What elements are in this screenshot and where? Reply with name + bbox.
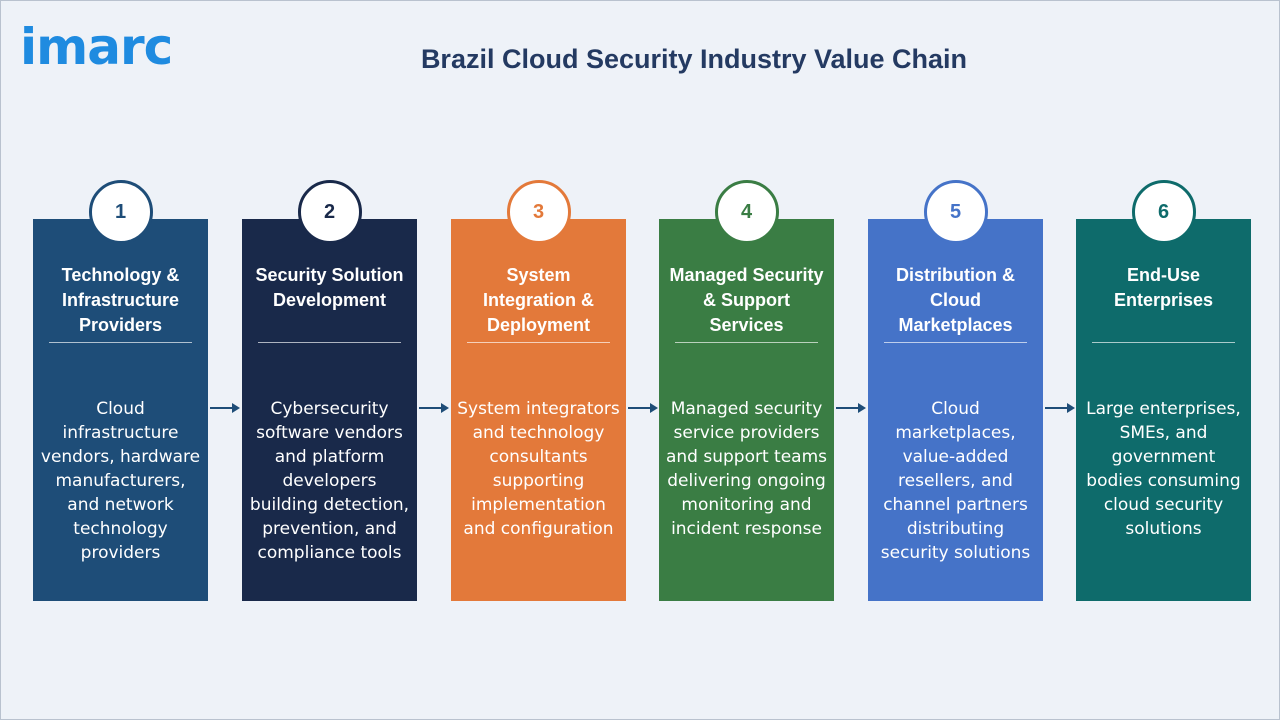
connector-arrow-icon bbox=[210, 403, 240, 413]
value-chain-stage-6: 6 End-Use Enterprises Large enterprises,… bbox=[1076, 180, 1251, 601]
stage-description: Cloud infrastructure vendors, hardware m… bbox=[40, 399, 201, 563]
stage-divider bbox=[49, 342, 192, 343]
stage-divider bbox=[258, 342, 401, 343]
stage-divider bbox=[884, 342, 1027, 343]
stage-number-badge: 6 bbox=[1131, 180, 1196, 244]
value-chain-stage-2: 2 Security Solution Development Cybersec… bbox=[242, 180, 417, 601]
stage-title: End-Use Enterprises bbox=[1113, 265, 1214, 310]
stage-divider bbox=[1092, 342, 1235, 343]
value-chain-stage-3: 3 System Integration & Deployment System… bbox=[451, 180, 626, 601]
connector-arrow-icon bbox=[628, 403, 658, 413]
stage-title: System Integration & Deployment bbox=[483, 265, 594, 335]
imarc-logo: imarc bbox=[20, 18, 173, 76]
stage-divider bbox=[675, 342, 818, 343]
stage-number-badge: 1 bbox=[88, 180, 153, 244]
value-chain-stage-1: 1 Technology & Infrastructure Providers … bbox=[33, 180, 208, 601]
stage-number-badge: 2 bbox=[297, 180, 362, 244]
stage-divider bbox=[467, 342, 610, 343]
stage-number-badge: 5 bbox=[923, 180, 988, 244]
stage-title: Technology & Infrastructure Providers bbox=[61, 265, 180, 335]
stage-description: Cloud marketplaces, value-added reseller… bbox=[880, 399, 1031, 563]
connector-arrow-icon bbox=[419, 403, 449, 413]
stage-description: Large enterprises, SMEs, and government … bbox=[1086, 399, 1241, 539]
value-chain-stage-4: 4 Managed Security & Support Services Ma… bbox=[659, 180, 834, 601]
value-chain-stage-5: 5 Distribution & Cloud Marketplaces Clou… bbox=[868, 180, 1043, 601]
stage-title: Managed Security & Support Services bbox=[669, 265, 824, 335]
stage-number-badge: 3 bbox=[506, 180, 571, 244]
stage-description: Cybersecurity software vendors and platf… bbox=[249, 399, 410, 563]
stage-number-badge: 4 bbox=[714, 180, 779, 244]
connector-arrow-icon bbox=[1045, 403, 1075, 413]
connector-arrow-icon bbox=[836, 403, 866, 413]
stage-title: Distribution & Cloud Marketplaces bbox=[896, 265, 1015, 335]
stage-title: Security Solution Development bbox=[255, 265, 404, 310]
page-title: Brazil Cloud Security Industry Value Cha… bbox=[420, 44, 968, 74]
stage-description: System integrators and technology consul… bbox=[457, 399, 620, 539]
stage-description: Managed security service providers and s… bbox=[665, 399, 828, 539]
